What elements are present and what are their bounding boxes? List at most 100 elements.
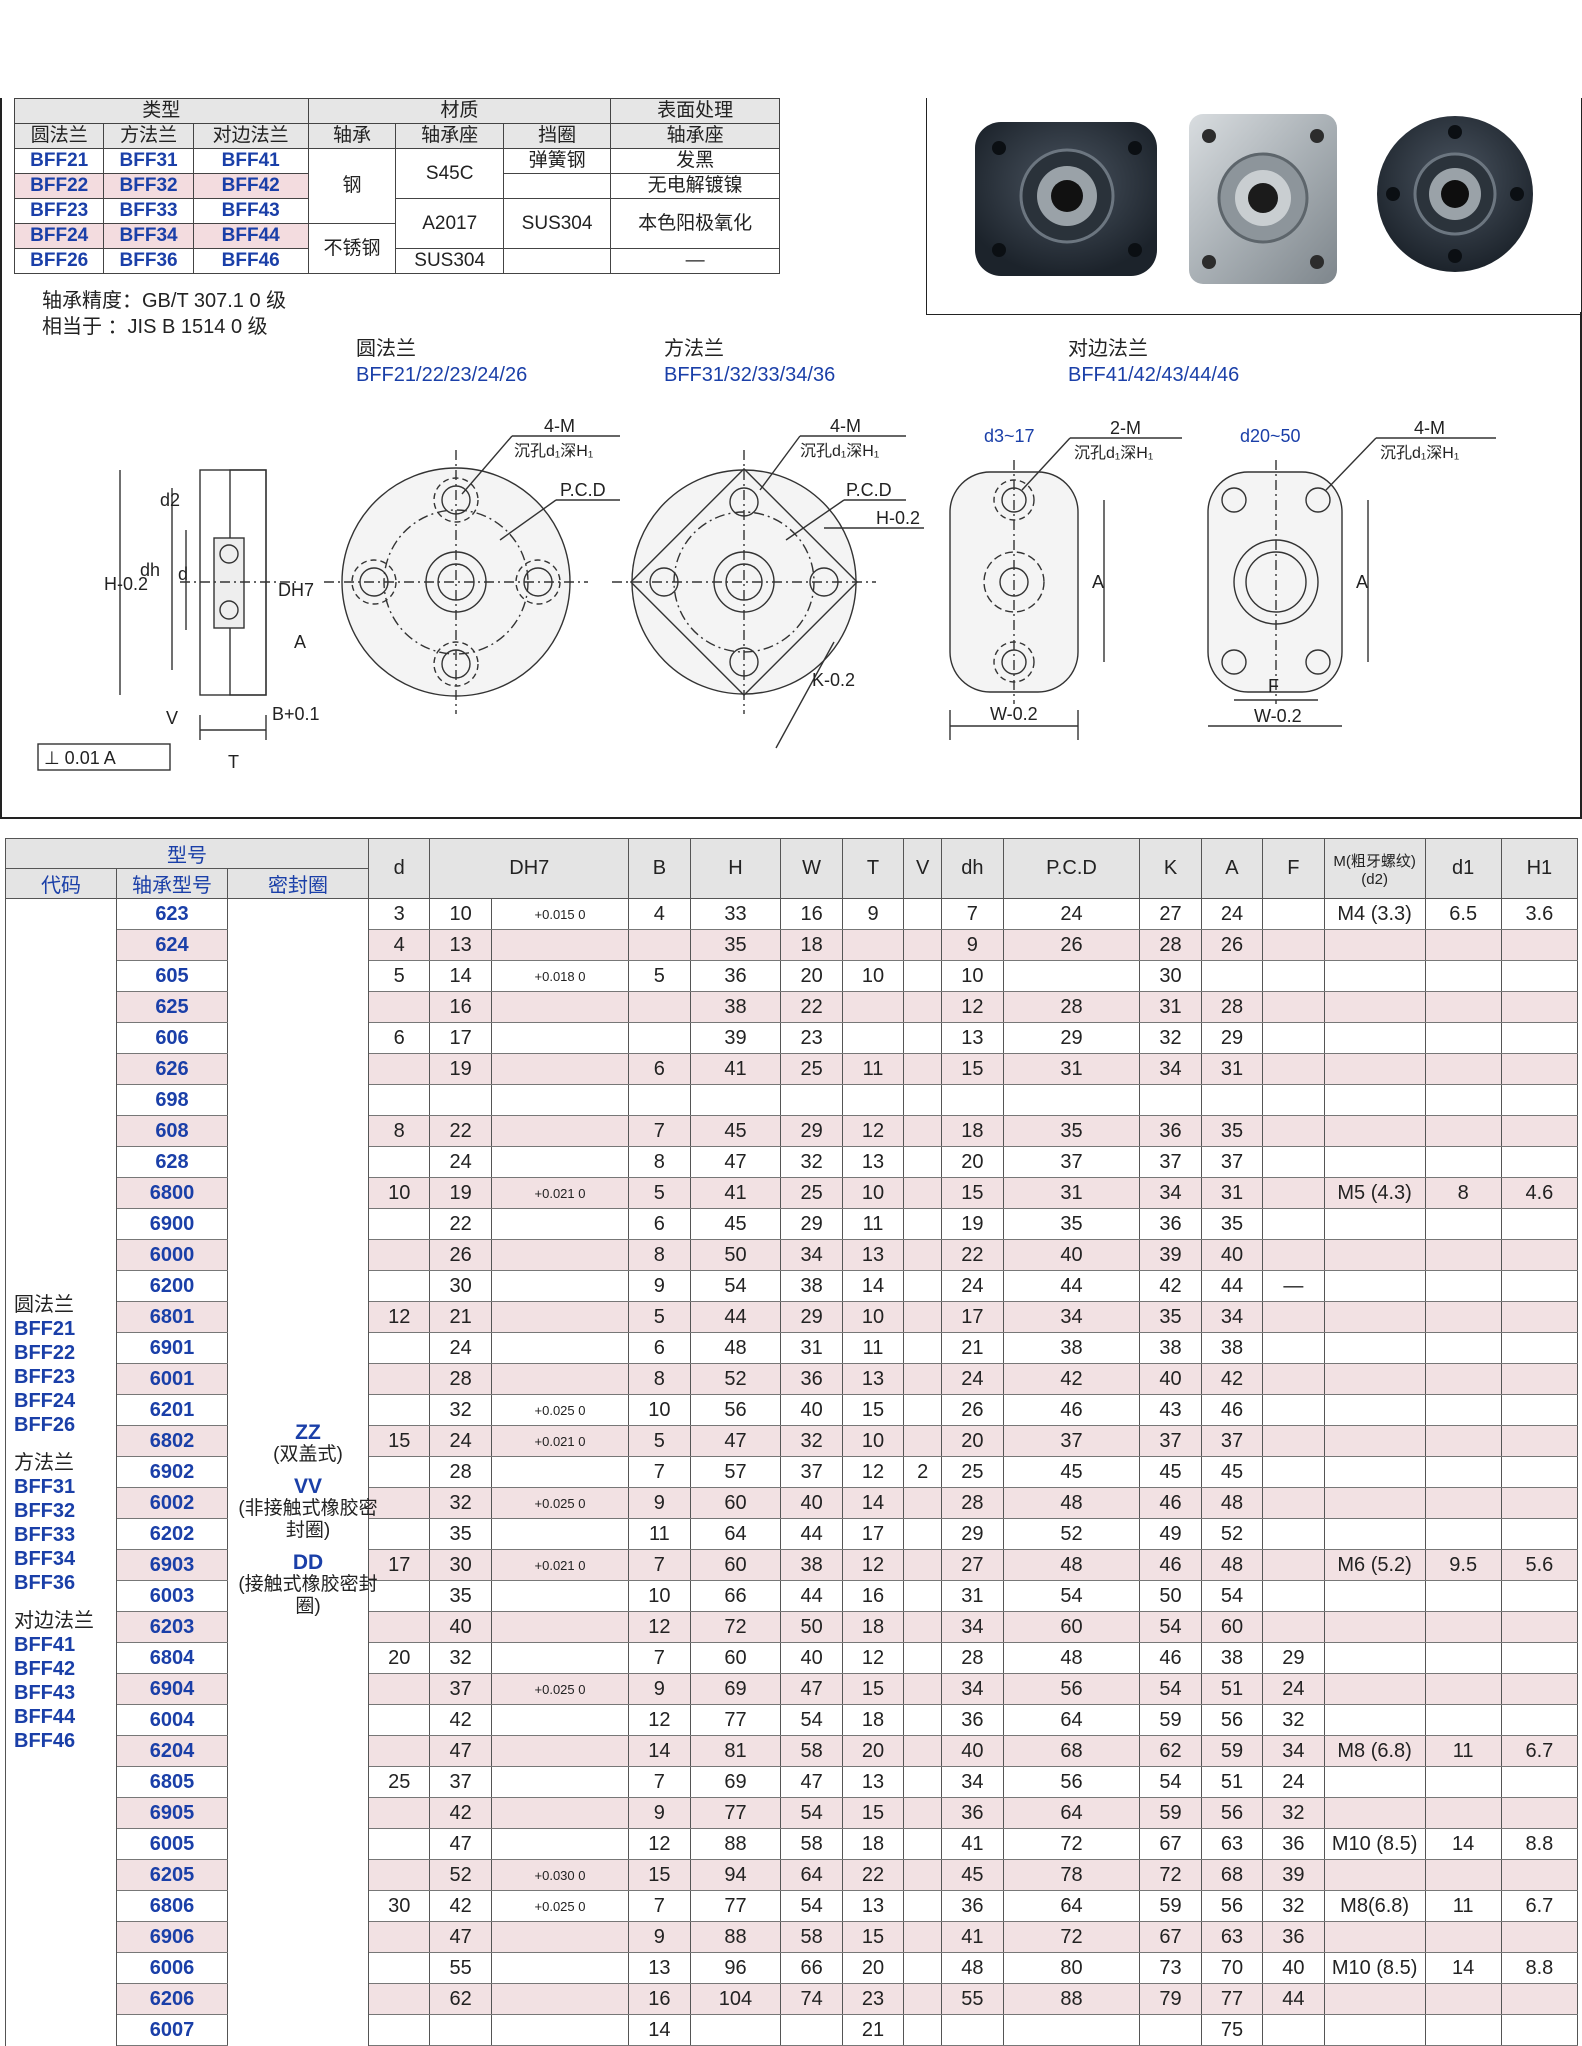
- table-cell: [903, 1642, 943, 1674]
- table-cell: 7: [628, 1766, 691, 1798]
- table-cell: 69: [689, 1673, 782, 1705]
- table-cell: [903, 1983, 943, 2015]
- bearing-cell: 6001: [116, 1363, 228, 1395]
- table-cell: +0.025 0: [490, 1673, 630, 1705]
- table-cell: [367, 1735, 431, 1767]
- table-cell: [367, 1921, 431, 1953]
- table-cell: M4 (3.3): [1323, 898, 1426, 930]
- table-cell: [1002, 1084, 1141, 1116]
- square-h-label: H-0.2: [876, 508, 920, 528]
- bearing-header: 轴承: [307, 123, 397, 149]
- table-cell: [367, 1146, 431, 1178]
- table-cell: [689, 1084, 782, 1116]
- code-cell: [5, 1611, 117, 1643]
- flange-group-name: 方法兰: [14, 1452, 74, 1474]
- table-cell: 46: [1139, 1549, 1202, 1581]
- square-k-label: K-0.2: [812, 670, 855, 690]
- section-view: [37, 469, 300, 771]
- table-cell: 66: [689, 1580, 782, 1612]
- seal-code: DD: [292, 1551, 324, 1574]
- table-cell: 5.6: [1500, 1549, 1579, 1581]
- bearing-cell: 6905: [116, 1797, 228, 1829]
- table-cell: [1262, 1115, 1325, 1147]
- table-cell: 13: [628, 1952, 691, 1984]
- seal-cell: [227, 1611, 369, 1643]
- flange-code: BFF41: [14, 1634, 76, 1656]
- table-cell: 5: [628, 960, 691, 992]
- table-cell: [628, 1022, 691, 1054]
- table-cell: 9.5: [1424, 1549, 1502, 1581]
- table-cell: 69: [689, 1766, 782, 1798]
- table-cell: 34: [941, 1766, 1004, 1798]
- square-flange-drawing: [612, 435, 924, 749]
- bearing-cell: 6200: [116, 1270, 228, 1302]
- code-cell: [5, 1177, 117, 1209]
- table-cell: 7: [628, 1456, 691, 1488]
- code-cell: [5, 1549, 117, 1581]
- table-cell: [1500, 1425, 1579, 1457]
- table-cell: 18: [841, 1828, 905, 1860]
- table-cell: 10: [841, 1425, 905, 1457]
- table-cell: 32: [1262, 1704, 1325, 1736]
- side-flange-2m-drawing: [949, 437, 1182, 740]
- table-cell: 54: [689, 1270, 782, 1302]
- side-2m-label: 2-M: [1110, 418, 1141, 438]
- table-cell: [1500, 1580, 1579, 1612]
- section-v-label: V: [166, 708, 178, 728]
- table-cell: [1424, 1983, 1502, 2015]
- table-cell: M6 (5.2): [1323, 1549, 1426, 1581]
- square-flange-title: 方法兰 BFF31/32/33/34/36: [664, 336, 835, 388]
- flange-code: BFF44: [14, 1706, 76, 1728]
- table-cell: [1323, 1797, 1426, 1829]
- table-cell: 13: [429, 929, 492, 961]
- table-cell: 48: [1002, 1549, 1141, 1581]
- table-cell: [1262, 1022, 1325, 1054]
- table-cell: 48: [1002, 1487, 1141, 1519]
- table-cell: [1262, 1208, 1325, 1240]
- table-cell: 11: [841, 1332, 905, 1364]
- table-cell: [1500, 929, 1579, 961]
- table-cell: 55: [941, 1983, 1004, 2015]
- side-counterbore-label: 沉孔d₁深H₁: [1074, 444, 1153, 462]
- table-cell: 34: [1139, 1177, 1202, 1209]
- table-cell: 8: [628, 1146, 691, 1178]
- table-cell: [1500, 1084, 1579, 1116]
- table-cell: 56: [1200, 1797, 1264, 1829]
- table-cell: 29: [780, 1115, 843, 1147]
- table-cell: 59: [1139, 1890, 1202, 1922]
- table-cell: 28: [941, 1487, 1004, 1519]
- table-cell: 8: [1424, 1177, 1502, 1209]
- table-cell: 60: [1002, 1611, 1141, 1643]
- side4-w-label: W-0.2: [1254, 706, 1302, 726]
- table-cell: 10: [429, 898, 492, 930]
- flange-code: BFF22: [14, 1342, 76, 1364]
- table-cell: [903, 1022, 943, 1054]
- code-cell: [5, 1332, 117, 1364]
- table-cell: 47: [689, 1146, 782, 1178]
- bearing-cell: 6204: [116, 1735, 228, 1767]
- table-cell: 12: [628, 1828, 691, 1860]
- table-cell: 34: [1139, 1053, 1202, 1085]
- code-cell: [5, 1425, 117, 1457]
- side-flange-header: 对边法兰: [192, 123, 309, 149]
- table-cell: 24: [1200, 898, 1264, 930]
- precision-note: 轴承精度：GB/T 307.1 0 级 相当于 ：JIS B 1514 0 级: [42, 288, 286, 340]
- empty-cell: [502, 248, 612, 274]
- table-cell: 28: [1139, 929, 1202, 961]
- table-cell: 10: [941, 960, 1004, 992]
- code-cell: BFF44: [192, 223, 309, 249]
- table-cell: [1500, 991, 1579, 1023]
- side4-f-label: F: [1268, 676, 1279, 696]
- code-cell: [5, 1022, 117, 1054]
- seal-cell: [227, 1921, 369, 1953]
- table-cell: [367, 1518, 431, 1550]
- bearing-cell: 608: [116, 1115, 228, 1147]
- table-cell: M5 (4.3): [1323, 1177, 1426, 1209]
- code-cell: [5, 1115, 117, 1147]
- table-cell: 40: [780, 1487, 843, 1519]
- bearing-cell: 6004: [116, 1704, 228, 1736]
- table-cell: 77: [689, 1890, 782, 1922]
- spec-table: 型号 d DH7 B H W T V dh P.C.D K A F M(粗牙螺纹…: [5, 838, 1579, 2046]
